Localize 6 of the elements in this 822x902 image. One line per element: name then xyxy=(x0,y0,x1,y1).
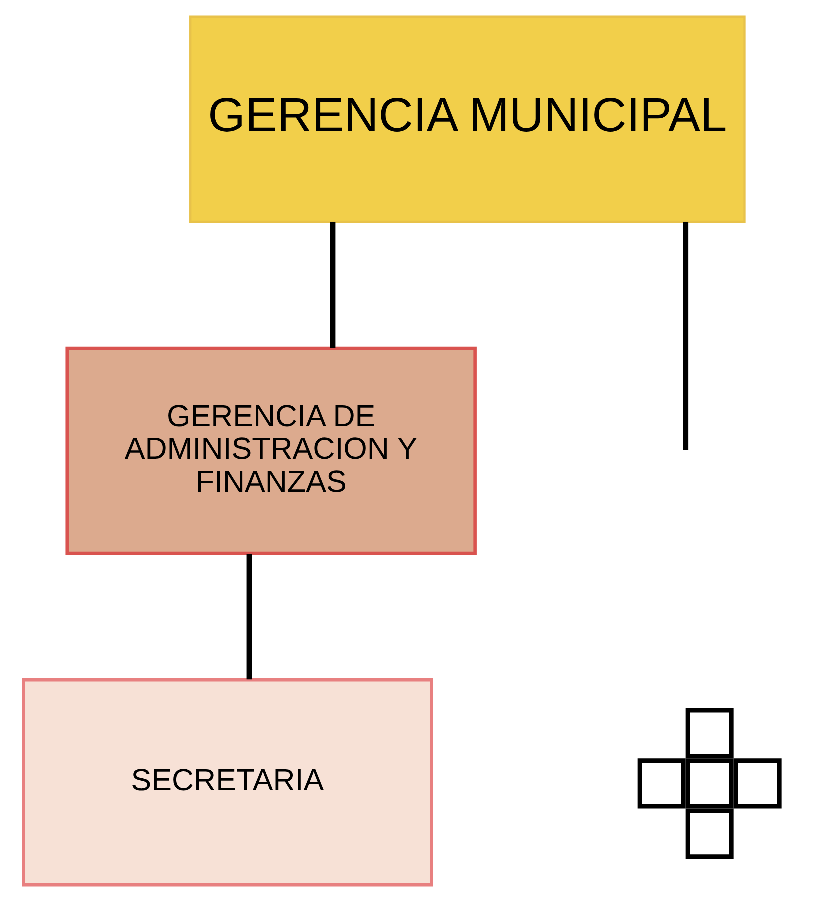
connector xyxy=(682,222,688,450)
connector xyxy=(246,554,252,680)
node-box: GERENCIA DE ADMINISTRACION Y FINANZAS xyxy=(65,346,476,556)
node-box: GERENCIA MUNICIPAL xyxy=(189,16,746,224)
connector xyxy=(330,222,336,348)
node-box: SECRETARIA xyxy=(22,678,433,887)
